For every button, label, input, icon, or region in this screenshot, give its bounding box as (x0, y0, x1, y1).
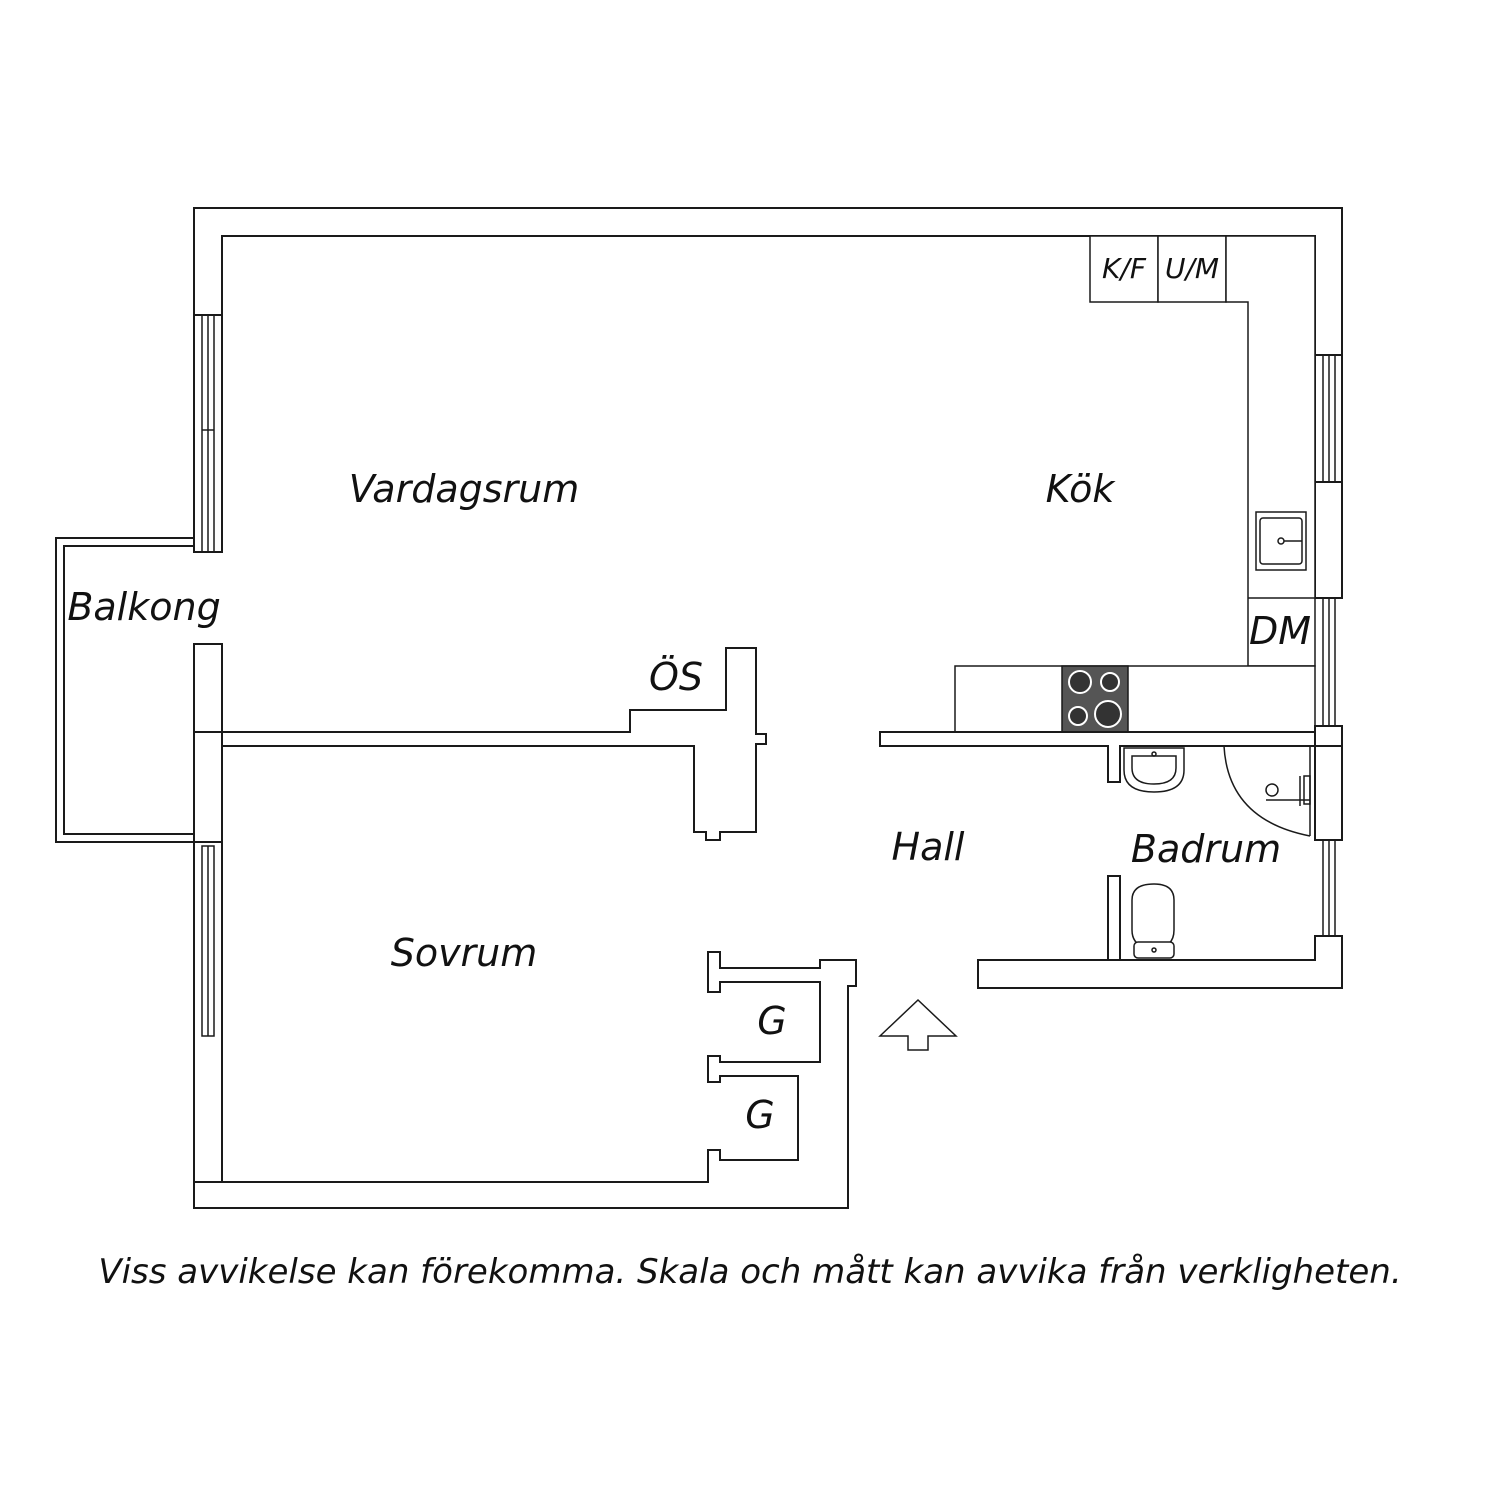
balcony (55, 537, 194, 843)
kitchen-counters (954, 235, 1316, 733)
label-bathroom: Badrum (1131, 827, 1281, 871)
label-hall: Hall (892, 825, 965, 869)
label-wardrobe-1: G (757, 999, 786, 1043)
kitchen-hall-wall (879, 725, 1343, 783)
label-fridge-freezer: K/F (1102, 252, 1147, 285)
fridge-freezer (1089, 235, 1159, 303)
bathroom-sink-icon (1123, 747, 1185, 793)
right-wall-mid (1314, 481, 1343, 599)
windows (201, 314, 1336, 1037)
kitchen-counter-bottom (954, 665, 1316, 733)
label-balcony: Balkong (67, 585, 220, 629)
label-kitchen: Kök (1046, 467, 1117, 511)
label-dishwasher: DM (1249, 609, 1311, 653)
right-wall-bath (977, 935, 1343, 989)
left-wall-middle (193, 643, 223, 843)
bathroom-walls (1107, 875, 1121, 961)
oven-micro (1157, 235, 1227, 303)
kitchen-counter-right (1225, 235, 1316, 667)
stove-icon (1061, 665, 1129, 733)
label-oven-micro: U/M (1165, 252, 1219, 285)
entrance-arrow-icon (878, 998, 958, 1051)
disclaimer-text: Viss avvikelse kan förekomma. Skala och … (98, 1252, 1402, 1292)
label-living-room: Vardagsrum (349, 467, 580, 511)
label-wardrobe-os: ÖS (649, 655, 703, 699)
bottom-wall (193, 951, 857, 1209)
label-bedroom: Sovrum (391, 931, 538, 975)
shower-icon (1223, 745, 1311, 837)
toilet-icon (1131, 883, 1175, 959)
label-wardrobe-2: G (745, 1093, 774, 1137)
kitchen-sink-icon (1255, 511, 1307, 571)
interior-wall-living-bedroom (221, 647, 767, 841)
